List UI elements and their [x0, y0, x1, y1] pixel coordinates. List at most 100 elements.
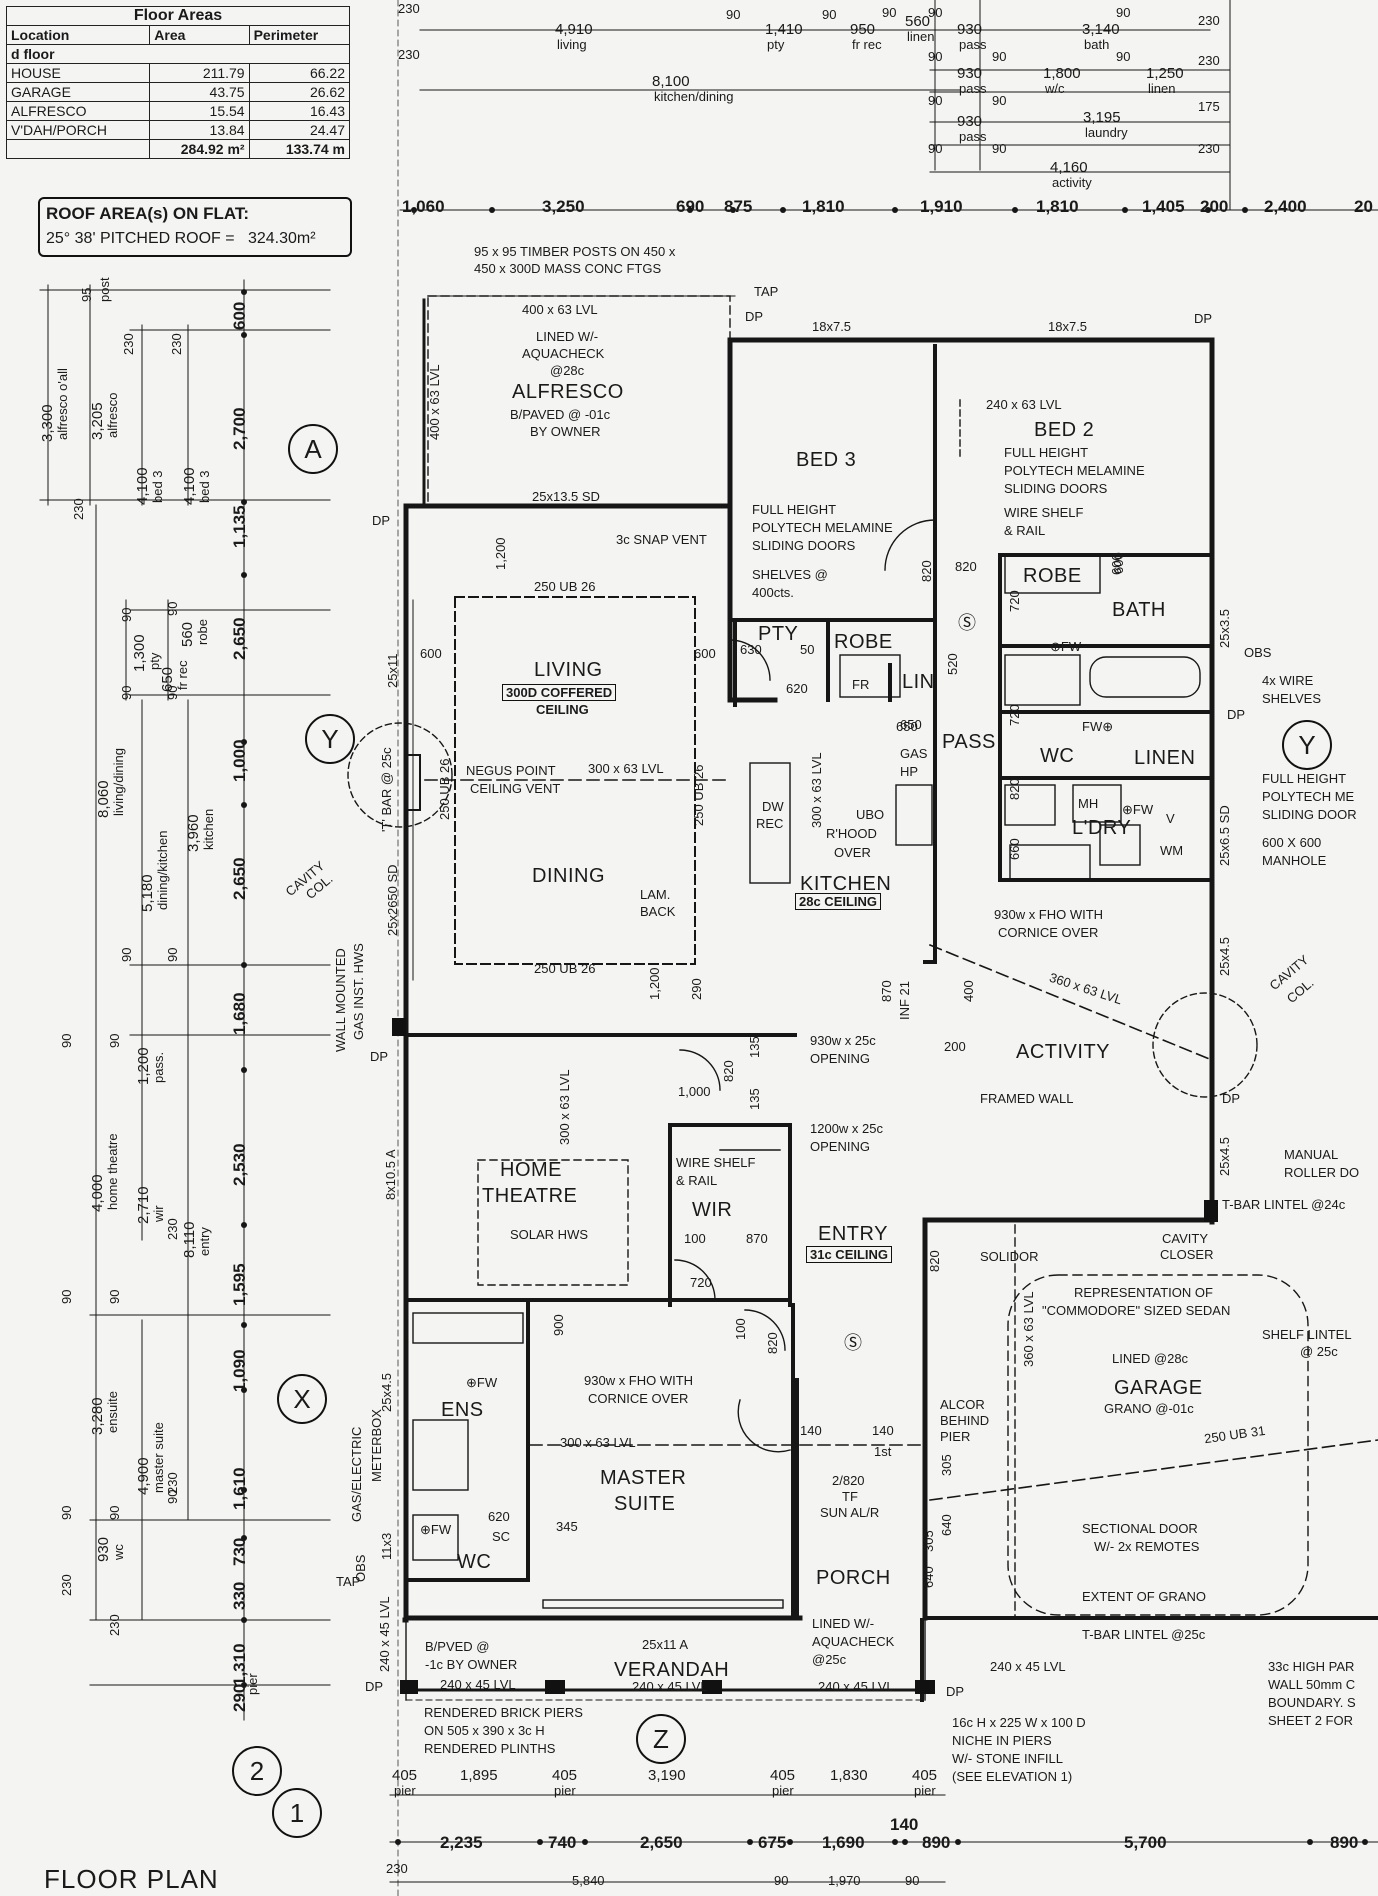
dimension-value: 1,200: [135, 1047, 152, 1085]
dimension-interior: 135: [747, 1088, 762, 1110]
dimension-value: 930: [957, 21, 983, 38]
dimension-interior: 620: [488, 1509, 510, 1524]
dimension-small: 90: [928, 49, 943, 64]
note-tbar: 'T' BAR @ 25c: [379, 747, 394, 832]
dimension-label: wc: [111, 1544, 126, 1560]
dimension-chain: 1,000: [230, 739, 249, 782]
table-row: ALFRESCO 15.54 16.43: [5, 101, 351, 121]
label-window: 25x2650 SD: [385, 864, 400, 936]
note-lined: LINED W/-: [536, 329, 599, 344]
note-lvl: 300 x 63 LVL: [557, 1069, 572, 1145]
dimension-interior: 900: [551, 1314, 566, 1336]
note-cavity-closer: CLOSER: [1160, 1247, 1214, 1262]
room-robe-bed2: ROBE: [1023, 565, 1082, 587]
dimension-value: 8,060: [95, 780, 112, 818]
dimension-small: 1,970: [828, 1873, 861, 1888]
room-activity: ACTIVITY: [1016, 1041, 1111, 1063]
dimension-value: 3,190: [648, 1767, 686, 1784]
note-garage-lined: LINED @28c: [1112, 1351, 1189, 1366]
dimension-interior: 630: [740, 642, 762, 657]
dimension-small: 90: [822, 7, 837, 22]
note-fho: 930w x FHO WITH: [584, 1373, 694, 1388]
note-lvl: 400 x 63 LVL: [427, 364, 442, 440]
cell-area: 211.79: [149, 63, 250, 83]
note-wire-shelf: & RAIL: [1004, 523, 1046, 538]
note-rendered-piers: ON 505 x 390 x 3c H: [424, 1723, 545, 1738]
cell-area: 15.54: [149, 101, 250, 121]
cell-perimeter: 24.47: [248, 120, 351, 140]
dimension-chain: 2,650: [230, 857, 249, 900]
dimension-chain: 1,680: [230, 992, 249, 1035]
note-full-height: FULL HEIGHT: [1262, 771, 1347, 786]
note-lvl-verandah: 240 x 45 LVL: [632, 1679, 708, 1694]
dimension-interior: 650: [900, 717, 922, 732]
label-window: 25x6.5 SD: [1217, 805, 1232, 866]
dimension-interior: 720: [690, 1275, 712, 1290]
cell-perimeter: 26.62: [248, 82, 351, 102]
label-tap: TAP: [754, 284, 779, 299]
dimension-small: 90: [107, 1505, 122, 1520]
dimension-chain: 890: [1330, 1833, 1359, 1852]
dimension-value: 1,830: [830, 1767, 868, 1784]
note-polytech: FULL HEIGHT: [1004, 445, 1089, 460]
note-wire-shelves: 4x WIRE: [1262, 673, 1314, 688]
note-meterbox: METERBOX: [369, 1409, 384, 1482]
dimension-value: 1,300: [131, 634, 148, 672]
dimension-interior: 600: [694, 646, 716, 661]
note-negus: CEILING VENT: [470, 781, 561, 796]
table-row: V'DAH/PORCH 13.84 24.47: [5, 120, 351, 140]
dimension-label: alfresco: [105, 392, 120, 438]
dimension-chain: 200: [1200, 197, 1229, 216]
dimension-small: 230: [1198, 53, 1220, 68]
dimension-interior: 140: [800, 1423, 822, 1438]
dimension-small: 90: [905, 1873, 920, 1888]
table-title: Floor Areas: [6, 6, 350, 26]
dimension-small: 230: [1198, 13, 1220, 28]
dimension-value: 8,110: [181, 1221, 198, 1258]
note-door: SUN AL/R: [820, 1505, 880, 1520]
roof-area-value: 324.30m²: [247, 230, 316, 247]
dimension-label: bed 3: [150, 470, 165, 503]
dimension-small: 90: [992, 49, 1007, 64]
dimension-small: 90: [882, 5, 897, 20]
note-polytech: SLIDING DOORS: [1004, 481, 1108, 496]
note-alcor: PIER: [940, 1429, 971, 1444]
dimension-interior: 345: [556, 1519, 578, 1534]
dimension-label: pass.: [151, 1051, 166, 1083]
dimension-label: kitchen: [201, 808, 216, 850]
dimension-small: 230: [398, 47, 420, 62]
label-window: 25x3.5: [1217, 608, 1232, 648]
dimension-chain: 140: [890, 1815, 919, 1834]
note-extent-grano: EXTENT OF GRANO: [1082, 1589, 1206, 1604]
label-dp: DP: [745, 309, 764, 324]
dimension-label: wir: [151, 1205, 166, 1222]
note-lvl-verandah: 240 x 45 LVL: [818, 1679, 894, 1694]
dimension-value: 8,100: [652, 73, 690, 90]
note-parapet: WALL 50mm C: [1268, 1677, 1356, 1692]
elevation-marker-1: 1: [272, 1788, 322, 1838]
dimension-interior: 660: [1007, 838, 1022, 860]
dimension-chain: 1,060: [402, 197, 445, 216]
dimension-small: 230: [121, 333, 136, 355]
label-window: 11x3: [379, 1532, 394, 1560]
note-opening: OPENING: [810, 1051, 870, 1066]
dimension-value: 950: [850, 21, 876, 38]
dimension-small: 90: [165, 947, 180, 962]
note-sectional-door: SECTIONAL DOOR: [1082, 1521, 1198, 1536]
dimension-label: pier: [554, 1783, 576, 1798]
label-rhood: R'HOOD: [826, 826, 877, 841]
dimension-chain: 2,530: [230, 1143, 249, 1186]
room-garage: GARAGE: [1114, 1377, 1203, 1399]
dimension-label: w/c: [1045, 81, 1065, 96]
dimension-interior: 305: [921, 1530, 936, 1552]
dimension-chain: 740: [548, 1833, 577, 1852]
floor-plan-title: FLOOR PLAN: [44, 1864, 219, 1894]
dimension-label: fr rec: [852, 37, 882, 52]
note-alcor: BEHIND: [940, 1413, 990, 1428]
section-marker-y-right: Y: [1282, 720, 1332, 770]
dimension-small: pier: [245, 1673, 260, 1695]
dimension-value: 4,000: [89, 1174, 106, 1212]
note-wire-shelf: WIRE SHELF: [1004, 505, 1084, 520]
note-paved: B/PAVED @ -01c: [510, 407, 611, 422]
dimension-interior: 520: [945, 653, 960, 675]
